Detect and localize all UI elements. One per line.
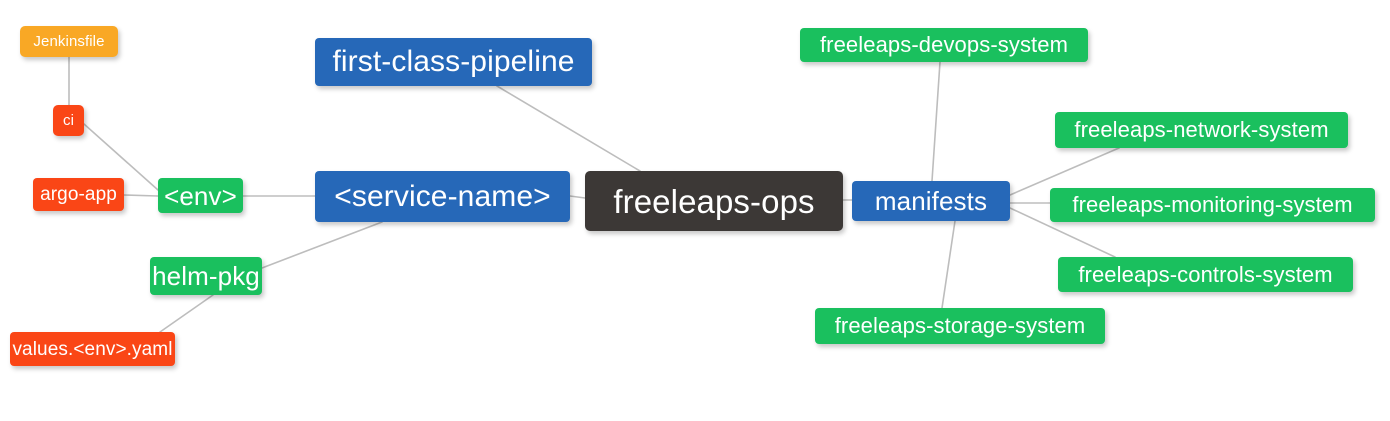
node-network-system[interactable]: freeleaps-network-system [1055, 112, 1348, 148]
node-ci[interactable]: ci [53, 105, 84, 136]
node-devops-system[interactable]: freeleaps-devops-system [800, 28, 1088, 62]
node-label-first-class-pipeline: first-class-pipeline [332, 45, 575, 78]
edge-values-yaml-to-helm-pkg [159, 294, 214, 333]
edge-first-class-pipeline-to-freeleaps-ops [496, 85, 641, 172]
node-label-ci: ci [62, 112, 75, 129]
node-controls-system[interactable]: freeleaps-controls-system [1058, 257, 1353, 292]
node-label-controls-system: freeleaps-controls-system [1078, 261, 1333, 287]
node-label-monitoring-system: freeleaps-monitoring-system [1072, 192, 1353, 217]
node-label-values-yaml: values.<env>.yaml [12, 338, 173, 360]
node-label-freeleaps-ops: freeleaps-ops [613, 182, 815, 220]
node-storage-system[interactable]: freeleaps-storage-system [815, 308, 1105, 344]
node-freeleaps-ops[interactable]: freeleaps-ops [585, 171, 843, 231]
node-monitoring-system[interactable]: freeleaps-monitoring-system [1050, 188, 1375, 222]
node-label-manifests: manifests [874, 186, 988, 216]
edge-service-name-to-freeleaps-ops [569, 195, 586, 199]
node-label-helm-pkg: helm-pkg [152, 261, 260, 291]
node-label-devops-system: freeleaps-devops-system [819, 32, 1069, 57]
node-helm-pkg[interactable]: helm-pkg [150, 257, 262, 295]
node-values-yaml[interactable]: values.<env>.yaml [10, 332, 175, 366]
node-label-argo-app: argo-app [40, 184, 117, 205]
node-label-env: <env> [164, 180, 237, 211]
edge-manifests-to-storage-system [941, 220, 956, 309]
edge-argo-app-to-env [123, 194, 159, 197]
node-label-network-system: freeleaps-network-system [1074, 117, 1329, 142]
edge-helm-pkg-to-service-name [261, 221, 383, 269]
node-manifests[interactable]: manifests [852, 181, 1010, 221]
node-env[interactable]: <env> [158, 178, 243, 213]
node-jenkinsfile[interactable]: Jenkinsfile [20, 26, 118, 57]
node-label-service-name: <service-name> [334, 179, 551, 213]
node-service-name[interactable]: <service-name> [315, 171, 570, 222]
node-first-class-pipeline[interactable]: first-class-pipeline [315, 38, 592, 86]
edge-manifests-to-devops-system [931, 61, 941, 182]
node-argo-app[interactable]: argo-app [33, 178, 124, 211]
node-label-storage-system: freeleaps-storage-system [834, 313, 1086, 338]
node-label-jenkinsfile: Jenkinsfile [33, 33, 105, 50]
